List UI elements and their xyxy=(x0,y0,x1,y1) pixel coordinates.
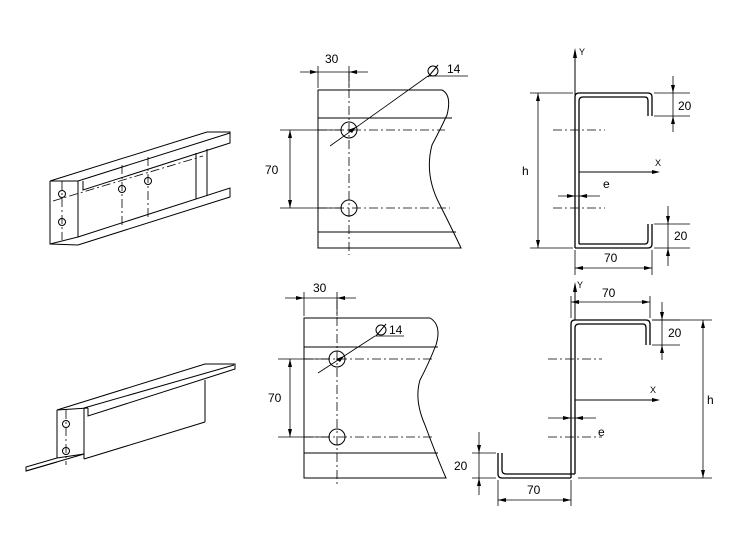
plate-top-hole-dia: 14 xyxy=(447,62,461,76)
axis-y-top: Y xyxy=(579,47,585,57)
plate-bottom-hole-dia: 14 xyxy=(389,323,403,337)
section-top-flange: 70 xyxy=(604,251,618,265)
plate-bottom-pitch-y: 70 xyxy=(268,391,282,405)
hole-plate-detail-bottom: 30 70 14 xyxy=(268,281,447,485)
c-section-top: Y X h e 20 20 70 xyxy=(522,47,692,275)
z-section-bottom: Y X 70 20 h e 20 xyxy=(454,280,714,506)
axis-x-bottom: X xyxy=(650,385,656,395)
section-top-height: h xyxy=(522,164,529,178)
axis-y-bottom: Y xyxy=(577,280,583,290)
section-top-lip-top: 20 xyxy=(678,99,692,113)
section-bottom-height: h xyxy=(707,393,714,407)
section-top-lip-bottom: 20 xyxy=(674,229,688,243)
plate-bottom-pitch-x: 30 xyxy=(313,281,327,295)
section-top-eccentricity: e xyxy=(603,177,610,191)
hole-plate-detail-top: 30 70 14 xyxy=(265,52,468,255)
section-bottom-flange-bottom: 70 xyxy=(527,483,541,497)
z-profile-isometric xyxy=(25,363,236,472)
section-bottom-lip-bottom: 20 xyxy=(454,459,468,473)
plate-top-pitch-x: 30 xyxy=(325,52,339,66)
section-bottom-lip-top: 20 xyxy=(668,326,682,340)
section-bottom-eccentricity: e xyxy=(598,425,605,439)
plate-top-pitch-y: 70 xyxy=(265,163,279,177)
c-profile-isometric xyxy=(49,131,231,246)
axis-x-top: X xyxy=(655,158,661,168)
section-bottom-flange-top: 70 xyxy=(602,286,616,300)
